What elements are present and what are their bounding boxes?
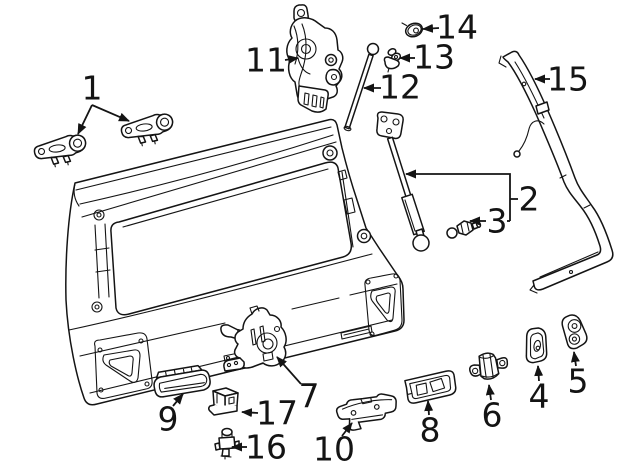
leader-line-9 bbox=[172, 393, 184, 407]
callout-12[interactable]: 12 bbox=[379, 68, 421, 107]
leader-line-4 bbox=[534, 365, 544, 382]
gas-stay bbox=[376, 111, 430, 252]
leader-line-1 bbox=[91, 104, 130, 122]
screw-clip bbox=[383, 48, 402, 73]
tailgate-panel bbox=[65, 118, 405, 406]
lock-striker-5 bbox=[561, 314, 588, 350]
license-lamp-lens bbox=[404, 370, 457, 404]
right-taillight-cutout bbox=[364, 273, 403, 337]
clip-17 bbox=[207, 387, 239, 416]
leader-line-8 bbox=[424, 400, 434, 416]
callout-5[interactable]: 5 bbox=[568, 362, 589, 401]
leader-line-1 bbox=[77, 104, 93, 135]
callout-15[interactable]: 15 bbox=[547, 60, 589, 99]
leader-line-14 bbox=[422, 23, 440, 33]
tailgate-hinge-left bbox=[31, 131, 91, 173]
stay-ball-stud bbox=[446, 220, 482, 239]
callout-17[interactable]: 17 bbox=[256, 394, 298, 433]
clip-16 bbox=[214, 427, 240, 460]
callout-6[interactable]: 6 bbox=[482, 396, 503, 435]
callout-13[interactable]: 13 bbox=[413, 38, 455, 77]
callout-11[interactable]: 11 bbox=[245, 41, 287, 80]
leader-line-11 bbox=[284, 55, 299, 64]
callout-9[interactable]: 9 bbox=[158, 400, 179, 439]
right-pillar-details bbox=[322, 145, 372, 244]
callout-1[interactable]: 1 bbox=[82, 69, 103, 108]
leader-line-2 bbox=[405, 169, 511, 221]
callout-3[interactable]: 3 bbox=[487, 202, 508, 241]
callout-10[interactable]: 10 bbox=[313, 430, 355, 469]
callout-2[interactable]: 2 bbox=[519, 180, 540, 219]
tailgate-hinge-right bbox=[118, 110, 178, 152]
left-pillar-details bbox=[91, 209, 111, 313]
leader-line-7 bbox=[276, 356, 302, 385]
door-pull-handle bbox=[153, 364, 211, 398]
callout-16[interactable]: 16 bbox=[245, 428, 287, 467]
support-rod bbox=[343, 42, 380, 132]
left-taillight-cutout bbox=[94, 332, 153, 399]
striker-plate-4 bbox=[525, 327, 548, 364]
callout-7[interactable]: 7 bbox=[299, 377, 320, 416]
hinge-bracket bbox=[335, 393, 397, 431]
grommet bbox=[401, 22, 424, 38]
leader-line-6 bbox=[485, 384, 495, 401]
callout-14[interactable]: 14 bbox=[436, 8, 478, 47]
leader-line-5 bbox=[570, 351, 580, 367]
leader-line-10 bbox=[341, 422, 353, 437]
callout-4[interactable]: 4 bbox=[529, 377, 550, 416]
window-aperture bbox=[110, 161, 354, 316]
callout-8[interactable]: 8 bbox=[420, 411, 441, 450]
weatherstrip bbox=[498, 50, 614, 294]
door-stopper-cushion bbox=[469, 352, 509, 380]
leader-line-17 bbox=[241, 408, 259, 418]
spoiler-band bbox=[73, 126, 337, 218]
back-door-lock-assembly bbox=[220, 305, 287, 372]
lock-control-assembly bbox=[286, 4, 344, 113]
